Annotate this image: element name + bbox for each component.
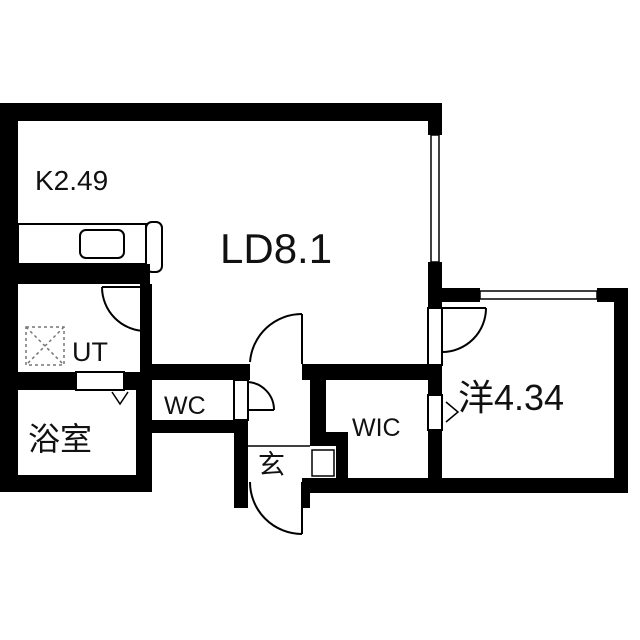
- walls: [0, 103, 628, 508]
- living-dining-label: LD8.1: [220, 225, 332, 272]
- sink-icon: [79, 229, 125, 259]
- bathroom-label: 浴室: [28, 421, 92, 457]
- shoe-cabinet: [311, 449, 335, 477]
- entrance-label: 玄: [258, 450, 285, 480]
- utility-label: UT: [72, 337, 108, 367]
- kitchen-label: K2.49: [35, 165, 108, 196]
- toilet-label: WC: [164, 392, 206, 420]
- ld-window: [430, 134, 440, 263]
- windows: [430, 134, 598, 300]
- washer-space-icon: [25, 326, 65, 366]
- doors: [75, 286, 487, 535]
- western-room-label: 洋4.34: [458, 377, 564, 418]
- walk-in-closet-label: WIC: [352, 414, 401, 442]
- western-window-top: [479, 290, 598, 300]
- kitchen-counter: [17, 221, 163, 273]
